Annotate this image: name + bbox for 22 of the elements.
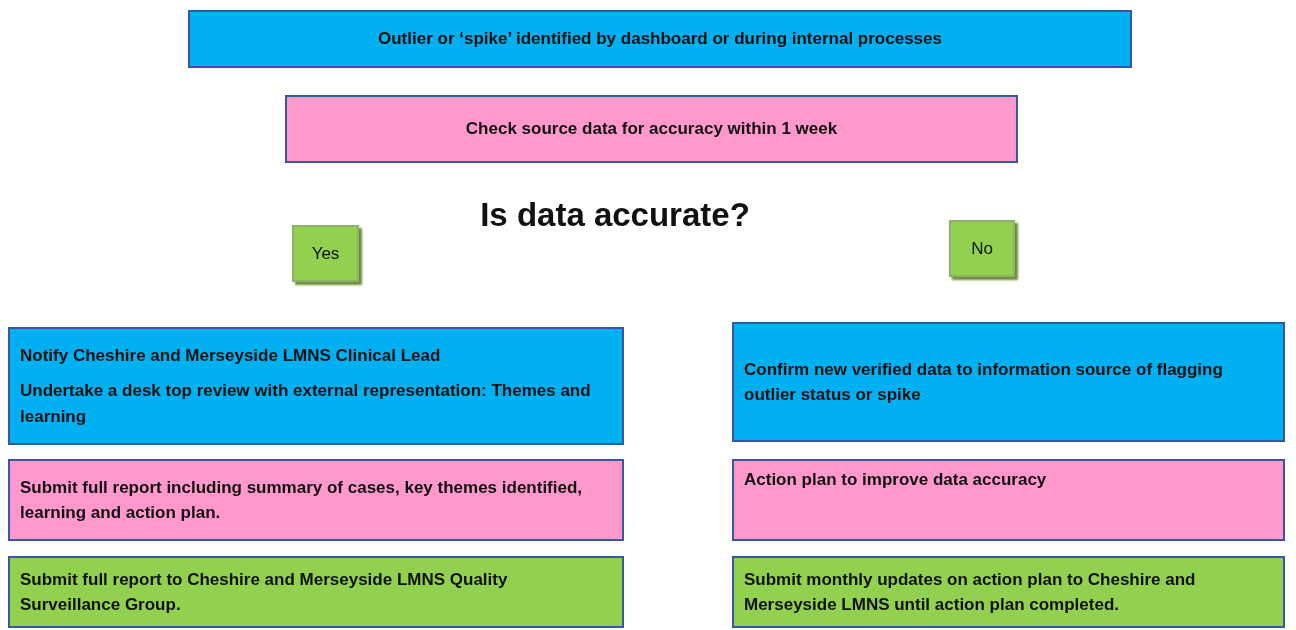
step-text: Action plan to improve data accuracy [744, 469, 1048, 491]
step-text: Confirm new verified data to information source of flagging outlier status or spike [744, 358, 1224, 406]
step-text: Submit full report including summary of cases, key themes identified, learning and action plan. [20, 476, 584, 524]
process-box [732, 322, 1285, 442]
answer-box [949, 220, 1015, 277]
process-box [732, 556, 1285, 628]
answer-text: No [971, 237, 993, 260]
process-box [8, 556, 624, 628]
step-text: Undertake a desk top review with external representation: Themes and learning [20, 380, 592, 428]
step-text: Submit full report to Cheshire and Merseyside LMNS Quality Surveillance Group. [20, 568, 509, 616]
step-text: Submit monthly updates on action plan to Cheshire and Merseyside LMNS until action plan completed. [744, 568, 1197, 616]
answer-text: Yes [311, 242, 340, 265]
answer-box [292, 225, 359, 282]
process-box [8, 327, 624, 445]
question-heading: Is data accurate? [479, 196, 751, 234]
step-text: Notify Cheshire and Merseyside LMNS Clinical Lead [20, 344, 442, 367]
step-text: Outlier or ‘spike’ identified by dashboard or during internal processes [378, 28, 942, 51]
process-box [285, 95, 1018, 163]
process-box [188, 10, 1132, 68]
process-box [8, 459, 624, 541]
step-text: Check source data for accuracy within 1 week [465, 118, 838, 141]
process-box [732, 459, 1285, 541]
